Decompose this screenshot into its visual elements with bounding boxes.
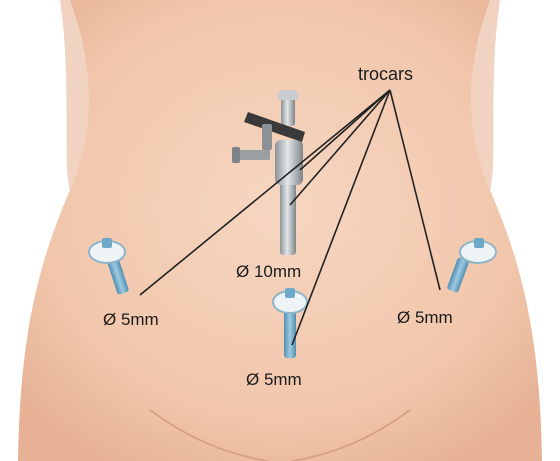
- diameter-label-center: Ø 10mm: [236, 262, 301, 282]
- diameter-label-bottom: Ø 5mm: [246, 370, 302, 390]
- trocars-label: trocars: [358, 64, 413, 85]
- diameter-label-right: Ø 5mm: [397, 308, 453, 328]
- diameter-label-left: Ø 5mm: [103, 310, 159, 330]
